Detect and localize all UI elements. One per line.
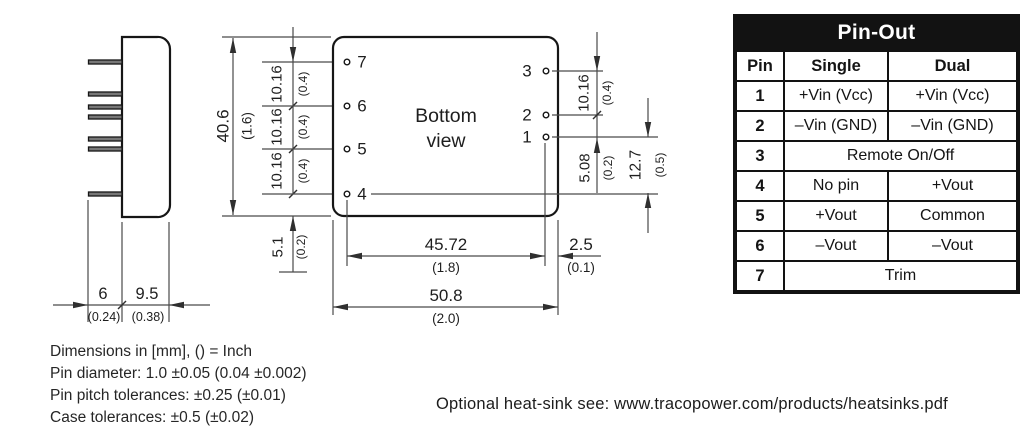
note-units: Dimensions in [mm], () = Inch [50, 343, 252, 360]
dim-case-depth-in: (0.38) [132, 310, 165, 324]
pin-5-number: 5 [357, 140, 366, 159]
pinout-row-2: 2 –Vin (GND) –Vin (GND) [735, 110, 1018, 142]
pin-function-single: –Vout [783, 230, 889, 262]
pin-function-both: Trim [783, 260, 1018, 292]
pin-3-pad [542, 67, 550, 75]
bottom-view-case [331, 35, 560, 218]
dim-case-height-in: (1.6) [240, 112, 255, 140]
pin-6-number: 6 [357, 97, 366, 116]
pin-function-single: +Vout [783, 200, 889, 232]
dim-pin4-offset-in: (0.2) [294, 235, 308, 260]
note-case-tolerances: Case tolerances: ±0.5 (±0.02) [50, 409, 254, 426]
pin1-offset-dimension: 12.7 (0.5) [628, 98, 667, 233]
right-pin-pitch-dimensions: 10.16 (0.4) 5.08 (0.2) [576, 32, 615, 193]
dim-pin4-offset-mm: 5.1 [270, 237, 287, 258]
dim-pin1-offset-in: (0.5) [653, 153, 667, 178]
side-pin [87, 91, 123, 97]
pin-function-dual: Common [887, 200, 1018, 232]
dim-pitch-in: (0.4) [296, 115, 310, 140]
side-pin [87, 104, 123, 110]
pin-function-dual: +Vout [887, 170, 1018, 202]
side-pin [87, 136, 123, 142]
dimension-notes: Dimensions in [mm], () = Inch Pin diamet… [50, 341, 307, 429]
pinout-table-title: Pin-Out [735, 16, 1018, 50]
case-height-dimension: 40.6 (1.6) [214, 36, 331, 217]
pinout-col-single: Single [783, 50, 889, 82]
pin-2-number: 2 [522, 106, 531, 125]
pinout-row-6: 6 –Vout –Vout [735, 230, 1018, 262]
dim-case-width-mm: 50.8 [429, 286, 462, 305]
pin-number: 5 [735, 200, 785, 232]
dim-pin-edge-mm: 2.5 [569, 235, 593, 254]
dim-pitch-in: (0.4) [600, 81, 614, 106]
pinout-row-5: 5 +Vout Common [735, 200, 1018, 232]
dim-pin-length-mm: 6 [98, 285, 107, 303]
dim-pitch-mm: 10.16 [576, 74, 593, 112]
left-pin-pitch-dimensions: 10.16 (0.4) 10.16 (0.4) 10.16 (0.4) 5.1 … [269, 27, 310, 273]
pin-number: 3 [735, 140, 785, 172]
pin-number: 2 [735, 110, 785, 142]
bottom-view-label-line1: Bottom [415, 105, 477, 127]
dim-pitch-in: (0.4) [296, 72, 310, 97]
side-view-width-dimensions: 6 9.5 (0.24) (0.38) [53, 200, 210, 324]
pin-number: 6 [735, 230, 785, 262]
pin-number: 1 [735, 80, 785, 112]
dim-case-depth-mm: 9.5 [136, 285, 159, 303]
pin-function-dual: –Vin (GND) [887, 110, 1018, 142]
pinout-row-4: 4 No pin +Vout [735, 170, 1018, 202]
pinout-row-7: 7 Trim [735, 260, 1018, 292]
pin-function-both: Remote On/Off [783, 140, 1018, 172]
note-pin-diameter: Pin diameter: 1.0 ±0.05 (0.04 ±0.002) [50, 365, 307, 382]
pin-6-pad [343, 102, 351, 110]
bottom-view: Bottom view 7 6 5 4 3 2 1 [262, 35, 658, 218]
pin-number: 4 [735, 170, 785, 202]
dim-case-height-mm: 40.6 [214, 109, 233, 142]
pin-function-single: +Vin (Vcc) [783, 80, 889, 112]
dim-pin-span-mm: 45.72 [425, 235, 468, 254]
dim-pin-span-in: (1.8) [432, 260, 460, 275]
pin-number: 7 [735, 260, 785, 292]
side-view [87, 35, 172, 219]
dim-pin-edge-in: (0.1) [567, 260, 595, 275]
pin-4-number: 4 [357, 185, 366, 204]
dim-pin-length-in: (0.24) [88, 310, 121, 324]
dim-pitch-mm: 10.16 [269, 65, 286, 103]
pin-1-pad [542, 133, 550, 141]
heatsink-note: Optional heat-sink see: www.tracopower.c… [436, 395, 948, 413]
pinout-table: Pin-Out Pin Single Dual 1 +Vin (Vcc) +Vi… [733, 14, 1020, 294]
pin-3-number: 3 [522, 62, 531, 81]
pin-1-number: 1 [522, 128, 531, 147]
pinout-row-3: 3 Remote On/Off [735, 140, 1018, 172]
bottom-width-dimensions: 45.72 (1.8) 2.5 (0.1) 50.8 (2.0) [332, 143, 601, 326]
side-pin [87, 114, 123, 120]
pin-function-dual: +Vin (Vcc) [887, 80, 1018, 112]
note-pin-pitch-tolerances: Pin pitch tolerances: ±0.25 (±0.01) [50, 387, 286, 404]
pin-4-pad [343, 190, 351, 198]
dim-pin12-pitch-mm: 5.08 [577, 153, 594, 182]
side-view-body [120, 35, 172, 219]
bottom-view-label-line2: view [426, 130, 466, 152]
pin-function-single: No pin [783, 170, 889, 202]
pin-5-pad [343, 145, 351, 153]
pinout-col-pin: Pin [735, 50, 785, 82]
dim-pitch-in: (0.4) [296, 159, 310, 184]
dim-pin1-offset-mm: 12.7 [628, 150, 645, 180]
pin-7-pad [343, 58, 351, 66]
pinout-header-row: Pin Single Dual [735, 50, 1018, 82]
pin-7-number: 7 [357, 53, 366, 72]
dim-pin12-pitch-in: (0.2) [601, 156, 615, 181]
side-pin [87, 191, 123, 197]
side-pin [87, 146, 123, 152]
side-pin [87, 59, 123, 65]
pinout-col-dual: Dual [887, 50, 1018, 82]
dim-pitch-mm: 10.16 [269, 108, 286, 146]
dim-case-width-in: (2.0) [432, 311, 460, 326]
pin-function-single: –Vin (GND) [783, 110, 889, 142]
pin-2-pad [542, 111, 550, 119]
pinout-row-1: 1 +Vin (Vcc) +Vin (Vcc) [735, 80, 1018, 112]
dim-pitch-mm: 10.16 [269, 152, 286, 190]
pin-function-dual: –Vout [887, 230, 1018, 262]
